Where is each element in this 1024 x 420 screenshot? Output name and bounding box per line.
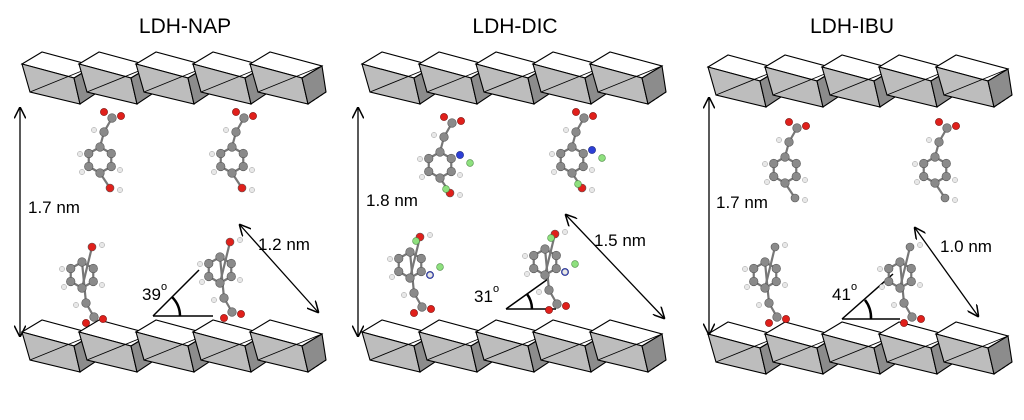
octahedron-edge xyxy=(257,333,323,361)
tilt-angle-marker: 31 o xyxy=(474,278,556,310)
interlayer-distance-label: 1.7 nm xyxy=(28,198,80,217)
tilt-angle-marker: 39 o xyxy=(142,269,213,317)
drug-molecule xyxy=(387,232,444,317)
drug-molecule xyxy=(762,118,810,203)
drug-molecule xyxy=(877,242,925,327)
degree-symbol: o xyxy=(161,281,167,293)
drug-molecule xyxy=(417,113,474,198)
molecule-length-label: 1.2 nm xyxy=(258,235,310,254)
octahedron xyxy=(588,319,667,373)
drug-molecule xyxy=(522,229,579,314)
panel-title: LDH-DIC xyxy=(472,15,557,38)
drug-molecule xyxy=(912,118,960,203)
atoms xyxy=(549,108,606,193)
layer-hidden-edge xyxy=(993,94,1013,108)
drug-molecule xyxy=(59,242,107,327)
atoms xyxy=(59,242,107,327)
layer-hidden-edge xyxy=(993,361,1013,375)
tilt-angle-value: 31 xyxy=(474,287,493,306)
drug-molecule xyxy=(209,108,257,193)
layer-hidden-edge xyxy=(647,359,667,373)
interlayer-distance-label: 1.8 nm xyxy=(366,191,418,210)
octahedron xyxy=(248,319,327,373)
atoms xyxy=(877,242,925,327)
ldh-top-layer xyxy=(20,51,327,105)
atoms xyxy=(77,108,125,193)
ldh-bottom-layer xyxy=(360,319,667,373)
octahedron-edge xyxy=(943,335,1009,363)
drug-molecule xyxy=(77,108,125,193)
drug-molecule xyxy=(197,237,245,322)
tilt-angle-value: 39 xyxy=(142,285,161,304)
atoms xyxy=(387,232,444,317)
tilt-angle-value: 41 xyxy=(832,285,851,304)
panel-ldh-ibu: LDH-IBU 1.7 nm 1.0 nm 41 o xyxy=(706,15,1013,375)
ldh-bottom-layer xyxy=(706,321,1013,375)
degree-symbol: o xyxy=(493,283,499,295)
octahedron xyxy=(588,51,667,105)
atoms xyxy=(522,229,579,314)
atoms xyxy=(197,237,245,322)
ldh-bottom-layer xyxy=(20,319,327,373)
interlayer-distance-label: 1.7 nm xyxy=(716,193,768,212)
panel-title: LDH-NAP xyxy=(139,15,231,38)
molecule-length-label: 1.0 nm xyxy=(940,237,992,256)
atoms xyxy=(912,118,960,203)
molecule-length-arrow xyxy=(240,225,318,312)
layer-hidden-edge xyxy=(307,91,327,105)
degree-symbol: o xyxy=(851,281,857,293)
octahedron-edge xyxy=(943,68,1009,96)
molecule-length-arrow xyxy=(566,215,664,318)
octahedron xyxy=(248,51,327,105)
atoms xyxy=(762,118,810,203)
panel-title: LDH-IBU xyxy=(810,15,894,38)
molecules-layer xyxy=(59,108,960,327)
octahedron-edge xyxy=(257,65,323,93)
atoms xyxy=(209,108,257,193)
octahedron xyxy=(934,321,1013,375)
atoms xyxy=(417,113,474,198)
octahedron-edge xyxy=(597,65,663,93)
octahedron-edge xyxy=(597,333,663,361)
panel-ldh-dic: LDH-DIC 1.8 nm 1.5 nm 31 o xyxy=(358,15,667,373)
tilt-angle-marker: 41 o xyxy=(832,273,900,320)
ldh-top-layer xyxy=(360,51,667,105)
layer-hidden-edge xyxy=(307,359,327,373)
ldh-top-layer xyxy=(706,54,1013,108)
drug-molecule xyxy=(549,108,606,193)
atoms xyxy=(742,242,790,327)
molecule-length-arrow xyxy=(915,228,978,316)
panel-ldh-nap: LDH-NAP 1.7 nm 1.2 nm 39 o xyxy=(20,15,327,373)
layer-hidden-edge xyxy=(647,91,667,105)
molecule-length-label: 1.5 nm xyxy=(594,231,646,250)
drug-molecule xyxy=(742,242,790,327)
